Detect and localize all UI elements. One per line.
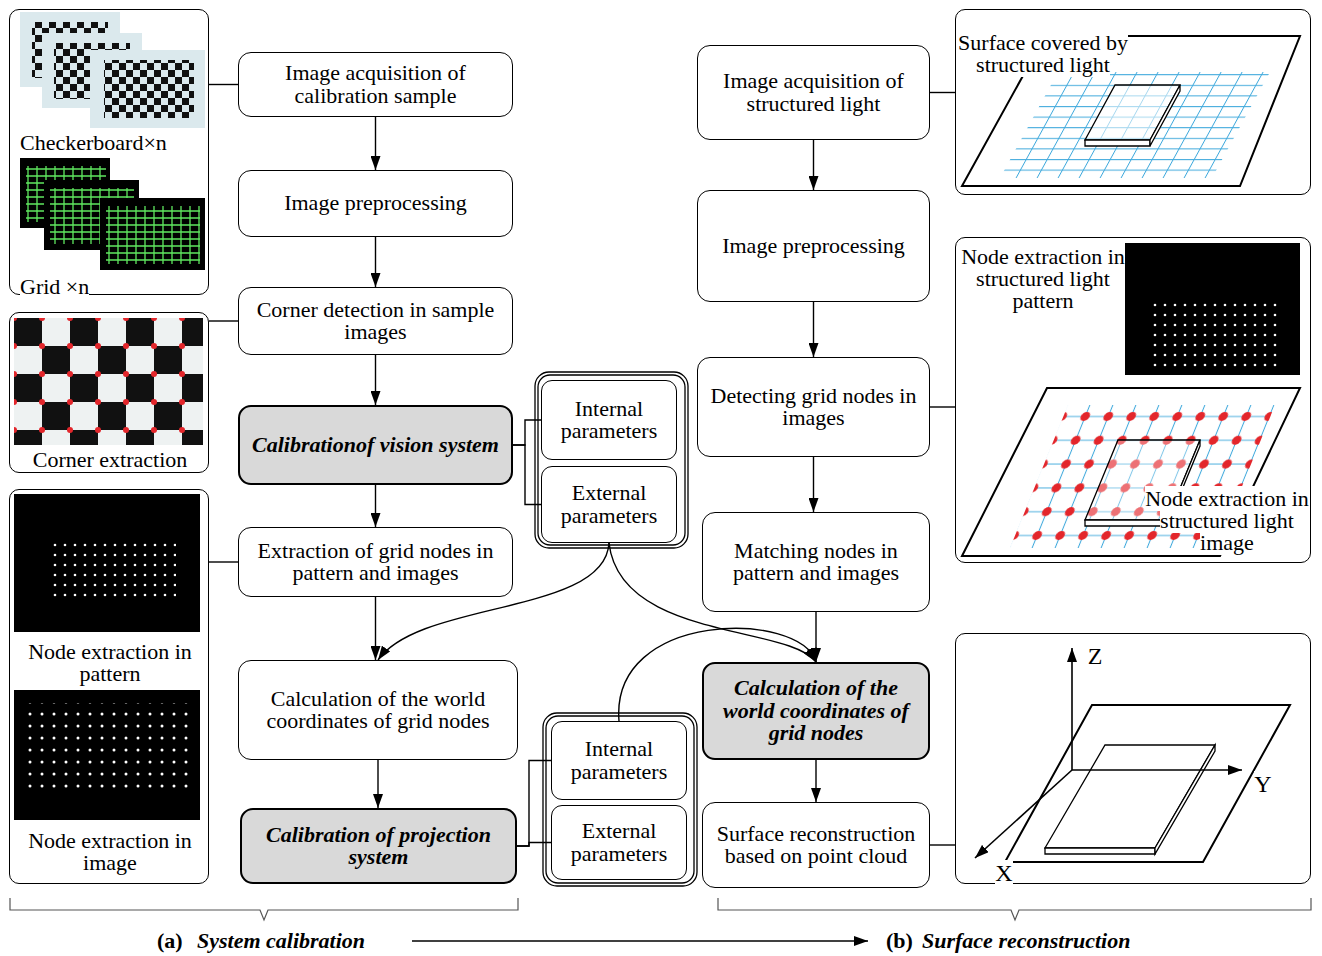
box-text: External parameters [548,482,670,527]
panel-caption: Grid ×n [20,276,210,298]
figure-panel: Corner extraction [9,312,209,473]
figure-panel: Checkerboard×nGrid ×n [9,9,209,295]
corner-extraction-photo [14,318,203,445]
process-box: Matching nodes in pattern and images [702,512,930,612]
box-text: Image preprocessing [722,235,905,257]
box-text: Matching nodes in pattern and images [709,540,923,585]
box-text: Calculation of the world coordinates of … [245,688,511,733]
flow-connector [513,420,541,445]
figure-panel: Node extraction in patternNode extractio… [9,489,209,884]
parameter-box: External parameters [541,466,677,543]
panel-caption: Z [1084,644,1106,668]
flow-connector [375,117,376,170]
box-text: Corner detection in sample images [245,299,506,344]
key-process-box: Calibrationof vision system [238,405,513,485]
section-brackets [10,898,1311,920]
caption-text: Node extraction in pattern [28,639,192,686]
flow-connector [930,92,955,93]
caption-text: Node extraction in structured light patt… [961,244,1125,313]
box-text: Image acquisition of calibration sample [245,62,506,107]
flow-connector [377,760,378,808]
box-text: Internal parameters [548,398,670,443]
flow-connector [813,140,814,190]
process-box: Corner detection in sample images [238,287,513,355]
panel-caption: Node extraction in structured light patt… [958,246,1128,312]
section-label: Surface reconstruction [922,930,1130,952]
panel-caption: Node extraction in image [10,830,210,874]
panel-caption: Node extraction in pattern [10,641,210,685]
flow-connector [517,761,551,847]
flow-connector [375,355,376,405]
flow-connector [930,844,955,845]
caption-text: Node extraction in image [28,828,192,875]
process-box: Calculation of the world coordinates of … [238,660,518,760]
node-extraction-images [14,494,200,820]
flow-connector [209,561,238,562]
caption-text: Corner extraction [33,447,188,472]
flow-connector [815,760,816,802]
process-box: Image acquisition of structured light [697,45,930,140]
box-text: Calibrationof vision system [252,434,499,456]
section-label: (a) [157,930,183,952]
flow-connector [813,302,814,357]
section-label: System calibration [197,930,365,952]
flow-connector [209,84,238,85]
parameter-group-frames [535,372,697,886]
axis-label: X [995,860,1012,886]
process-box: Detecting grid nodes in images [697,357,930,457]
caption-text: Surface covered by structured light [958,30,1128,77]
figure-panel: Surface covered by structured light [955,9,1311,195]
key-process-box: Calculation of the world coordinates of … [702,662,930,760]
parameter-box: External parameters [551,805,687,880]
caption-text: Node extraction in structured light imag… [1145,486,1309,555]
process-box: Image preprocessing [238,170,513,237]
parameter-box: Internal parameters [541,380,677,460]
axis-label: Y [1254,771,1271,797]
key-process-box: Calibration of projection system [240,808,517,884]
panel-caption: Corner extraction [10,449,210,471]
section-label: (b) [886,930,913,952]
process-box: Image acquisition of calibration sample [238,52,513,117]
process-box: Extraction of grid nodes in pattern and … [238,527,513,597]
box-text: External parameters [558,820,680,865]
box-text: Extraction of grid nodes in pattern and … [245,540,506,585]
parameter-box: Internal parameters [551,721,687,800]
flow-connector [513,445,541,505]
box-text: Surface reconstruction based on point cl… [709,823,923,868]
caption-text: Checkerboard×n [20,130,167,155]
reconstructed-surface [975,648,1290,862]
box-text: Calculation of the world coordinates of … [710,677,922,744]
panel-caption: Checkerboard×n [20,132,210,154]
box-text: Image preprocessing [284,192,467,214]
axis-label: Z [1088,643,1103,669]
panel-caption: Node extraction in structured light imag… [1144,488,1310,554]
figure-panel: Z Y X [955,633,1311,884]
flow-connector [375,485,376,527]
caption-text: Grid ×n [20,274,89,299]
flow-connector [375,597,376,660]
panel-caption: Y [1252,772,1274,796]
flow-connector [813,457,814,512]
box-text: Detecting grid nodes in images [704,385,923,430]
box-text: Image acquisition of structured light [704,70,923,115]
checkerboard-photos [20,12,205,128]
flow-connector [815,612,816,662]
grid-photos [20,158,205,270]
box-text: Internal parameters [558,738,680,783]
panel-caption: X [993,861,1015,885]
flow-connector [209,320,238,321]
flow-connector [517,843,551,847]
flow-arrow [412,940,868,941]
flow-connector [375,237,376,287]
process-box: Image preprocessing [697,190,930,302]
box-text: Calibration of projection system [248,824,509,869]
panel-caption: Surface covered by structured light [958,32,1128,76]
flow-connector [930,406,955,407]
process-box: Surface reconstruction based on point cl… [702,802,930,888]
figure-panel: Node extraction in structured light patt… [955,237,1311,563]
